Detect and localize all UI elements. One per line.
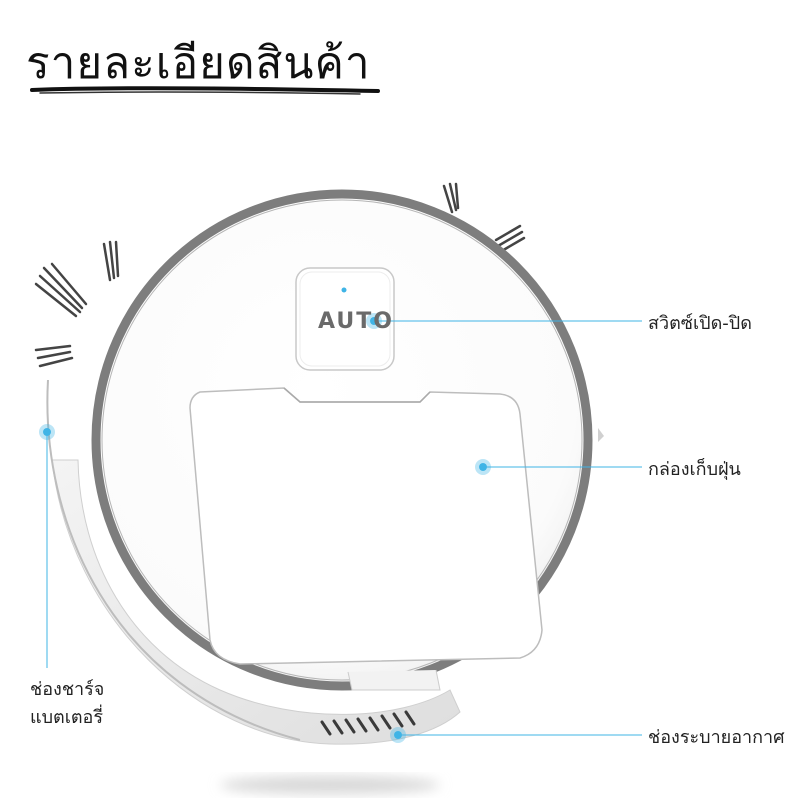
callout-power-switch: สวิตซ์เปิด-ปิด <box>648 313 752 334</box>
vacuum-rim-ring <box>91 189 593 691</box>
dust-box-lid <box>189 387 543 665</box>
auto-button-panel <box>295 267 395 371</box>
callout-charging-port-line2: แบตเตอรี่ <box>30 707 104 728</box>
vacuum-side-edge <box>46 379 301 741</box>
air-vent-dot <box>394 731 402 739</box>
vacuum-side-wall <box>51 459 461 745</box>
charging-port-dot <box>43 428 51 436</box>
callout-charging-port: ช่องชาร์จ แบตเตอรี่ <box>30 676 150 732</box>
title-underline <box>30 86 380 95</box>
dust-box-dot <box>479 463 487 471</box>
callout-dust-box: กล่องเก็บฝุ่น <box>648 459 741 480</box>
page-title: รายละเอียดสินค้า <box>26 38 371 89</box>
power-switch-dot <box>370 317 378 325</box>
side-brush-left <box>34 240 120 368</box>
callout-charging-port-line1: ช่องชาร์จ <box>30 679 105 700</box>
vent-slots <box>320 710 416 736</box>
callout-air-vent: ช่องระบายอากาศ <box>648 727 785 748</box>
indicator-light <box>341 287 347 293</box>
auto-button-label: AUTO <box>318 309 394 334</box>
floor-shadow <box>220 776 440 794</box>
